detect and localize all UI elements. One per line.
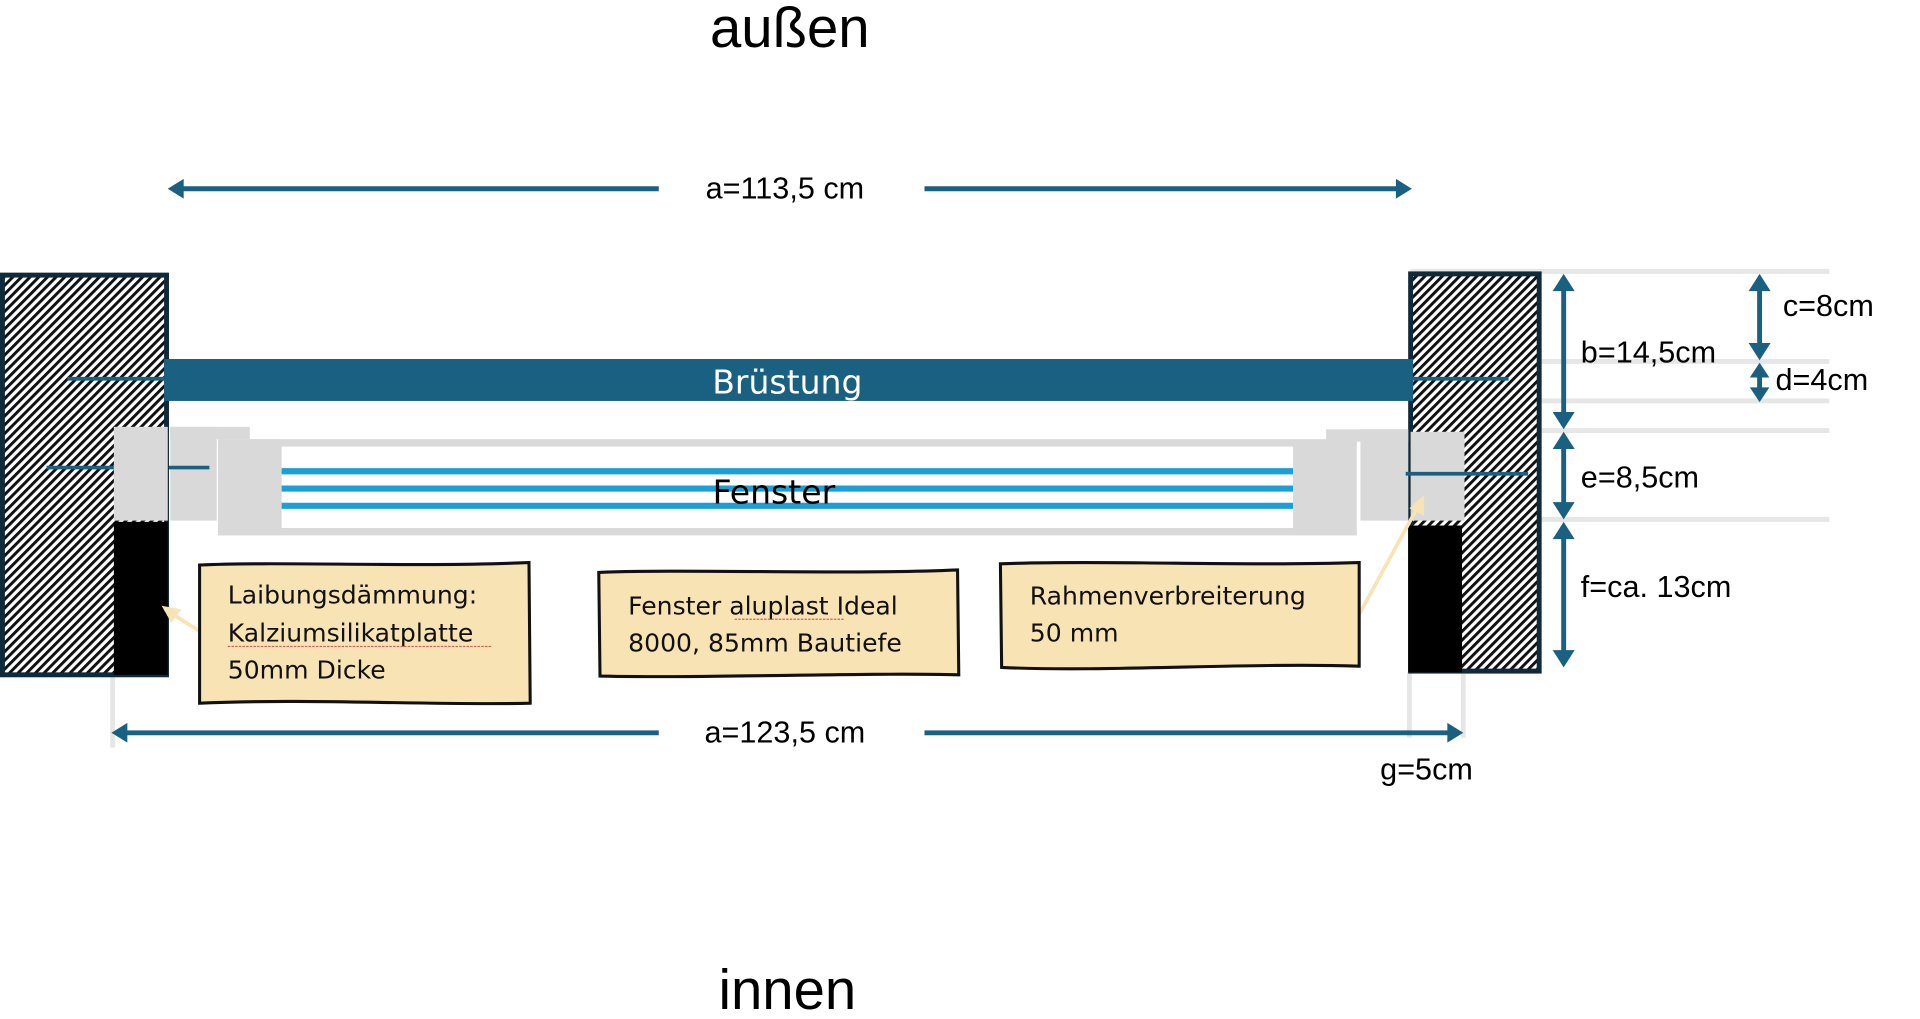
window-frame-left (217, 439, 282, 536)
note-frame-extension: Rahmenverbreiterung 50 mm (998, 560, 1361, 671)
arrow-left-icon (111, 722, 128, 743)
arrow-down-icon (1552, 412, 1575, 430)
dimension-a-top: a=113,5 cm (167, 171, 1412, 206)
note-line: 50mm Dicke (228, 655, 386, 684)
parapet-bar (164, 358, 1414, 401)
note-window-spec: Fenster aluplast Ideal 8000, 85mm Bautie… (597, 568, 961, 679)
note-line: Rahmenverbreiterung (1030, 581, 1306, 610)
dimension-arrowheads (1552, 273, 1771, 668)
dimension-a-bottom: a=123,5 cm (111, 715, 1464, 750)
parapet-label: Brüstung (712, 362, 862, 401)
left-frame-extension (113, 426, 168, 521)
callout-arrow-left-icon (161, 605, 182, 623)
dimension-d-label: d=4cm (1776, 362, 1869, 397)
note-line: 8000, 85mm Bautiefe (628, 628, 902, 657)
arrow-up-icon (1552, 431, 1575, 450)
dimension-c-label: c=8cm (1783, 288, 1874, 323)
callout-arrow-right-icon (1409, 494, 1425, 516)
arrow-down-icon (1748, 342, 1771, 361)
arrow-down-icon (1552, 502, 1575, 520)
note-line: Fenster aluplast Ideal (628, 591, 898, 620)
right-frame-extension-inner (1360, 429, 1409, 521)
dimension-g-label: g=5cm (1380, 752, 1473, 787)
arrow-right-icon (1395, 178, 1412, 199)
note-line: 50 mm (1030, 618, 1119, 647)
arrow-down-icon (1749, 387, 1770, 403)
left-frame-extension-inner (170, 426, 217, 521)
note-reveal-insulation: Laibungsdämmung: Kalziumsilikatplatte 50… (198, 560, 532, 706)
inside-label: innen (718, 958, 856, 1019)
window-unit: Fenster (217, 439, 1357, 536)
arrow-up-icon (1749, 362, 1770, 378)
arrow-up-icon (1552, 273, 1575, 292)
note-line: Kalziumsilikatplatte (228, 618, 474, 647)
arrow-up-icon (1552, 521, 1575, 540)
dimension-a-bottom-label: a=123,5 cm (705, 715, 866, 750)
arrow-down-icon (1552, 650, 1575, 668)
dimension-b-label: b=14,5cm (1581, 335, 1716, 370)
outside-label: außen (710, 0, 870, 59)
dimension-f-label: f=ca. 13cm (1581, 569, 1732, 604)
arrow-right-icon (1447, 722, 1464, 743)
arrow-up-icon (1748, 273, 1771, 292)
dimension-a-top-label: a=113,5 cm (706, 171, 865, 206)
arrow-left-icon (167, 178, 184, 199)
dimension-e-label: e=8,5cm (1581, 459, 1699, 494)
left-reveal-insulation (113, 521, 168, 675)
note-line: Laibungsdämmung: (228, 580, 477, 609)
right-reveal-insulation (1408, 525, 1463, 673)
window-frame-right (1293, 441, 1357, 536)
window-label: Fenster (713, 472, 836, 511)
